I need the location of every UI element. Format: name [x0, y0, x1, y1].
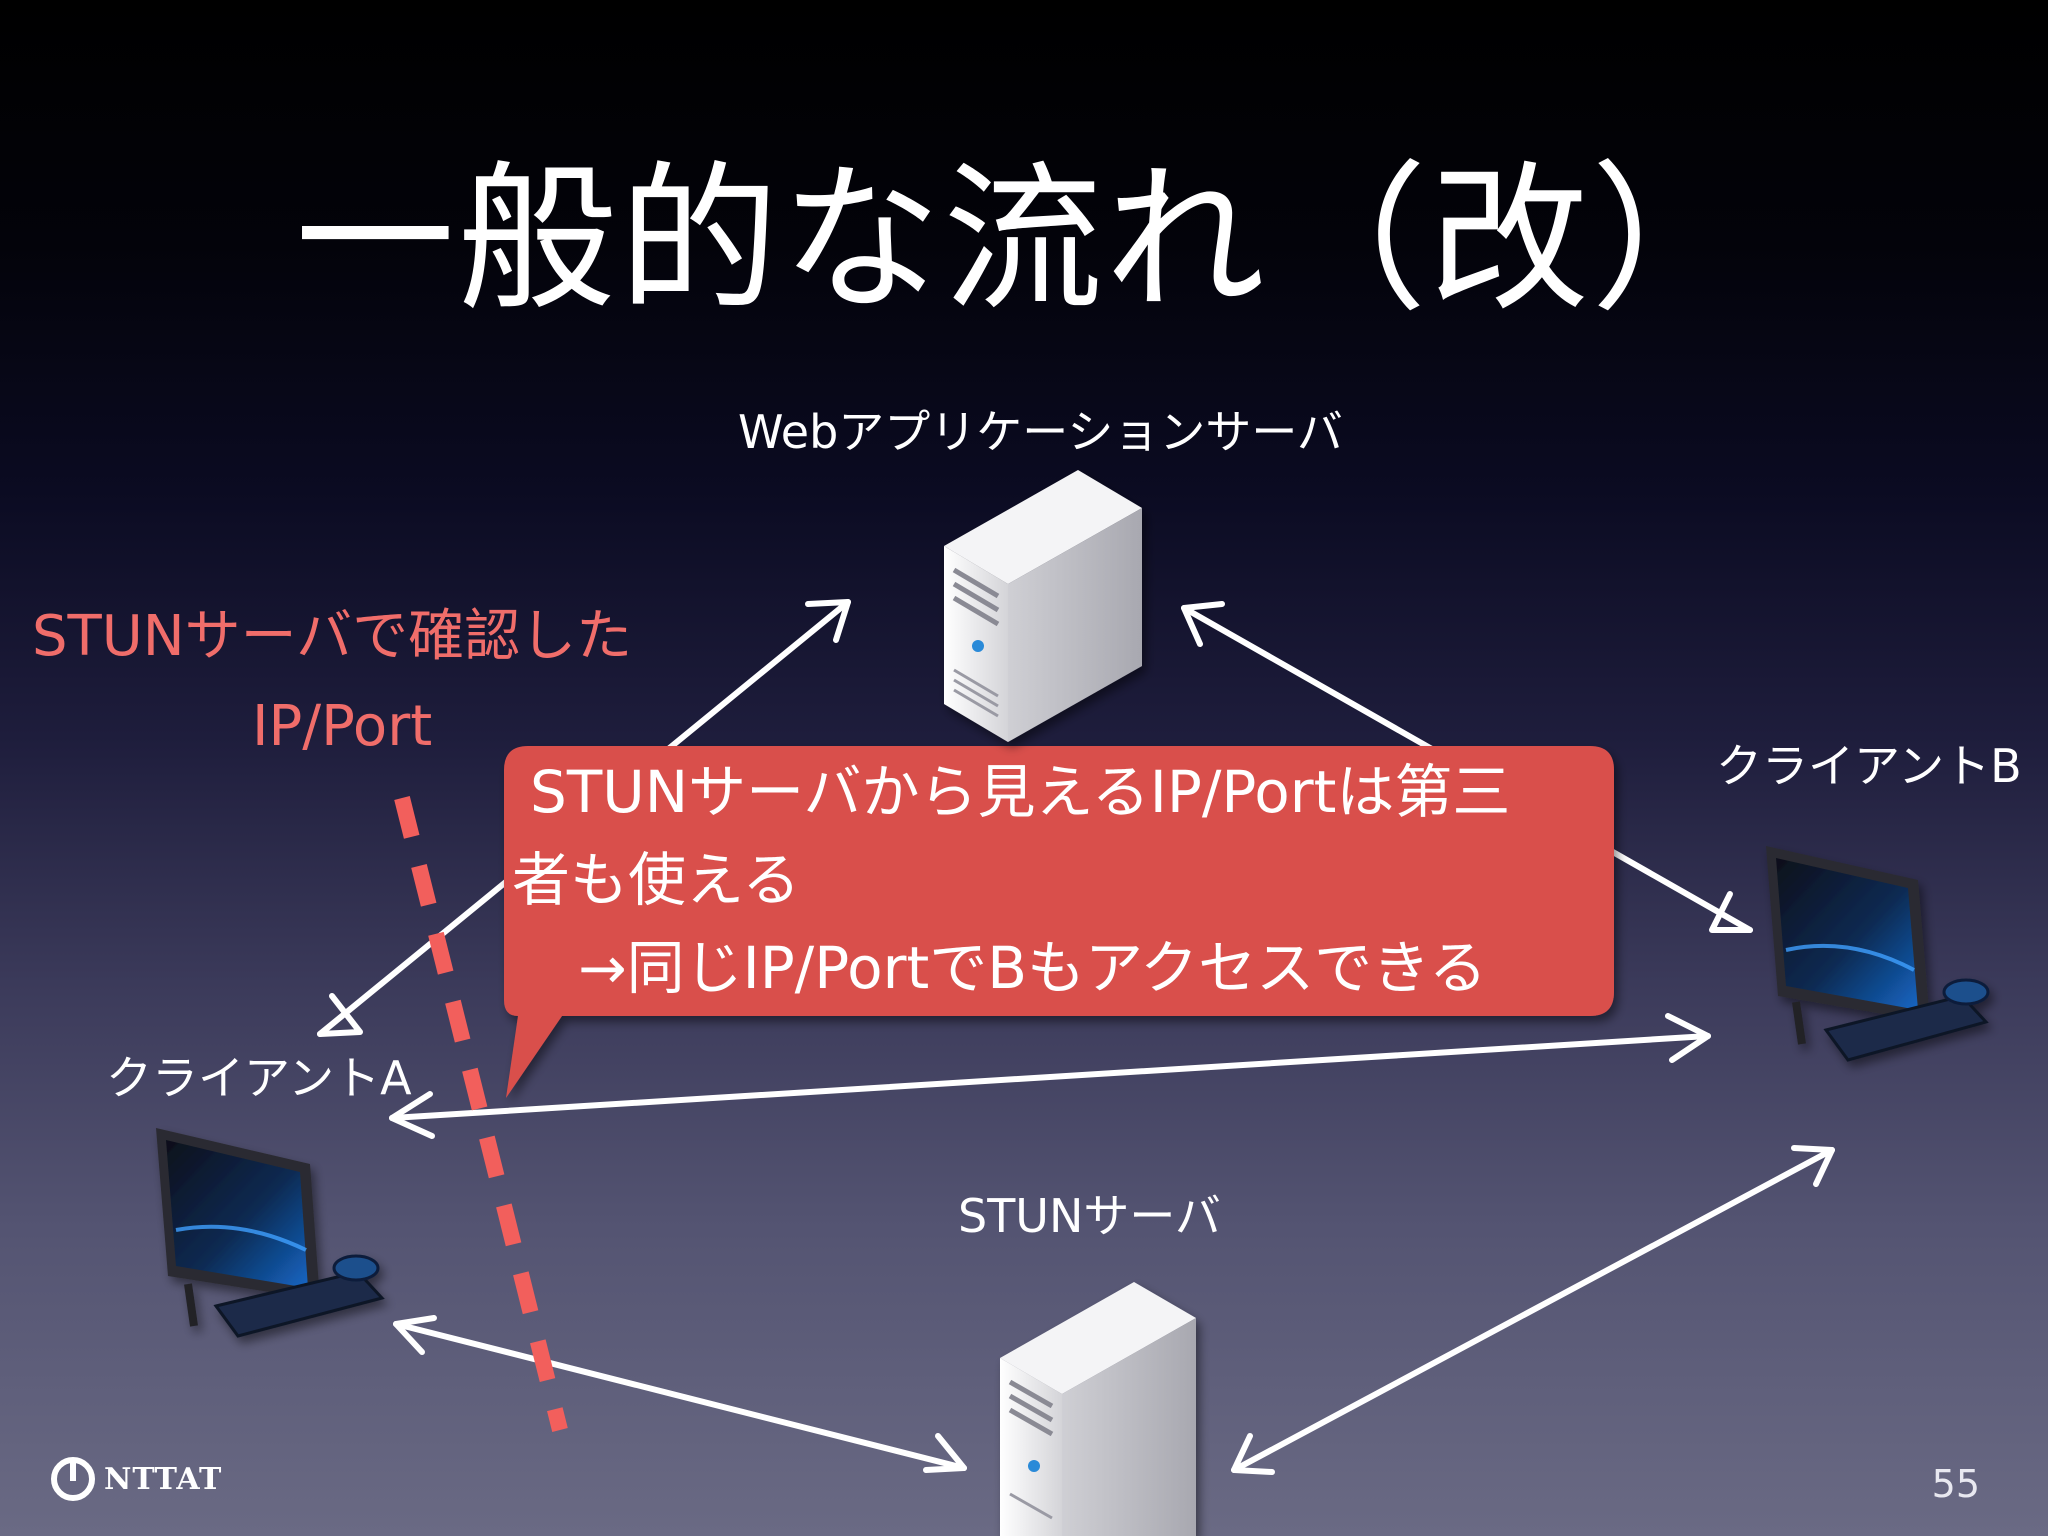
arrow-clienta-clientb [389, 1013, 1711, 1139]
arrow-clientb-stun [1231, 1145, 1835, 1475]
client-b-computer-icon [1766, 846, 1990, 1062]
web-server-label: Webアプリケーションサーバ [738, 405, 1343, 459]
arrow-clienta-stun [393, 1315, 967, 1473]
web-server-icon [944, 470, 1142, 742]
company-logo: NTTAT [50, 1456, 222, 1502]
dashed-boundary-line [394, 796, 568, 1432]
client-b-label: クライアントB [1716, 739, 2022, 793]
stun-server-label: STUNサーバ [958, 1189, 1221, 1243]
callout-text: STUNサーバから見えるIP/Portは第三 者も使える →同じIP/Portで… [512, 748, 1612, 1012]
connection-arrows [317, 599, 1835, 1475]
page-number: 55 [1931, 1462, 1980, 1506]
callout-line-1: STUNサーバから見えるIP/Portは第三 [530, 758, 1511, 826]
stun-server-icon [1000, 1282, 1196, 1536]
client-a-computer-icon [156, 1128, 385, 1338]
callout-line-3: →同じIP/PortでBもアクセスできる [578, 934, 1487, 1002]
client-a-label: クライアントA [106, 1051, 412, 1105]
annotation-line-2: IP/Port [252, 694, 433, 759]
logo-mark-icon [51, 1457, 95, 1501]
annotation-line-1: STUNサーバで確認した [32, 604, 633, 669]
logo-text: NTTAT [104, 1461, 223, 1497]
callout-bubble [504, 746, 1614, 1098]
callout-line-2: 者も使える [512, 846, 801, 914]
slide-title: 一般的な流れ（改） [294, 146, 1753, 333]
